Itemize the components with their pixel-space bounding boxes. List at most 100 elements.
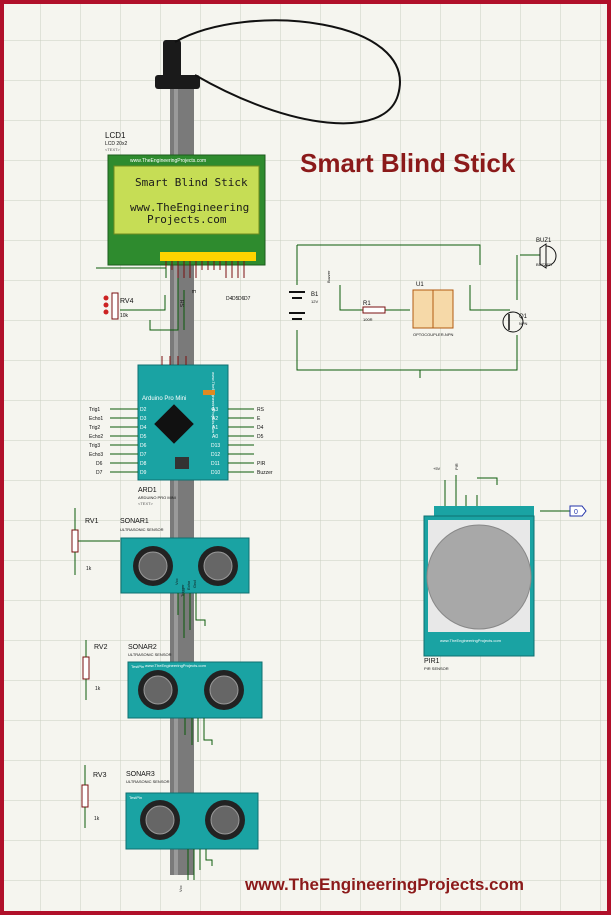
lcd-line3: Projects.com [147,213,227,226]
rv3-ref: RV3 [93,772,107,779]
s1-pin-gnd: Gnd [192,580,197,588]
r1-ref: R1 [363,301,371,307]
potentiometer-rv3[interactable]: RV3 1k [81,765,107,828]
lcd-net-d6: D6 [238,296,245,302]
arduino-text-tag: <TEXT> [138,501,154,506]
sonar1-type: ULTRASONIC SENSOR [120,527,164,532]
r1-value: 100R [363,317,373,322]
schematic-title: Smart Blind Stick [300,148,516,178]
ard-pin-r7: D10 [211,470,220,476]
s3-pin-vcc: Vcc [178,885,183,892]
ard-pin-l3: D5 [140,434,147,440]
sonar-pin-labels: Vcc Trigger Echo Gnd Vcc [174,578,197,892]
optocoupler-u1[interactable]: U1 OPTOCOUPLER-NPN [412,282,454,337]
lcd-model: LCD 20x2 [105,141,127,147]
ard-pin-l5: D7 [140,452,147,458]
arduino-right-nets: RS E D4 D5 PIR Buzzer [228,407,273,476]
lcd-net-d5: D5 [232,296,239,302]
ard-pin-r4: D13 [211,443,220,449]
net-d7: D7 [96,470,103,476]
sonar2-sensor[interactable]: SONAR2 ULTRASONIC SENSOR www.TheEngineer… [127,644,263,719]
lcd-net-e: E [190,290,196,294]
lcd-net-rs: RS [178,300,184,308]
net-trig2: Trig2 [89,425,100,431]
lcd-text-tag: <TEXT> [105,147,121,152]
sonar2-ref: SONAR2 [128,644,157,651]
lcd-line2: www.TheEngineering [130,201,249,214]
potentiometer-rv4[interactable]: RV4 10k [103,292,134,320]
potentiometer-rv1[interactable]: RV1 1k [71,508,120,575]
net-echo2: Echo2 [89,434,103,440]
footer-url: www.TheEngineeringProjects.com [244,875,524,894]
s1-pin-trig: Trigger [180,584,185,597]
lcd-header: www.TheEngineeringProjects.com [130,158,206,164]
arduino-left-pins: D2 D3 D4 D5 D6 D7 D8 D9 [140,407,147,476]
rv1-ref: RV1 [85,518,99,525]
q1-ref: Q1 [519,314,528,320]
pir-sensor[interactable]: +5V PIR www.TheEngineeringProjects.com P… [423,463,587,671]
net-e: E [257,416,261,422]
arduino-label: Arduino Pro Mini [142,396,186,402]
ard-pin-r5: D12 [211,452,220,458]
net-buzzer: Buzzer [257,470,273,476]
lcd-net-d7: D7 [244,296,251,302]
s1-pin-vcc: Vcc [174,578,179,585]
u1-ref: U1 [416,282,424,288]
sonar3-pin: TestPin [129,795,142,800]
ard-pin-l6: D8 [140,461,147,467]
sonar2-pin: TestPin [131,664,144,669]
sonar-wiring [177,593,213,880]
sonar2-type: ULTRASONIC SENSOR [128,652,172,657]
pir-out-net: PIR [454,463,459,470]
pir-ref: PIR1 [424,658,440,665]
ard-pin-l1: D3 [140,416,147,422]
ard-pin-r1: A2 [212,416,218,422]
battery-b1[interactable]: B1 12V [289,291,319,320]
net-trig1: Trig1 [89,407,100,413]
rv4-ref: RV4 [120,298,134,305]
ard-pin-l2: D4 [140,425,147,431]
potentiometer-rv2[interactable]: RV2 1k [82,640,108,700]
sonar3-sensor[interactable]: SONAR3 ULTRASONIC SENSOR TestPin [125,771,259,850]
net-pir: PIR [257,461,266,467]
pir-type: PIR SENSOR [424,666,449,671]
ard-pin-l7: D9 [140,470,147,476]
arduino-right-pins: A3 A2 A1 A0 D13 D12 D11 D10 [211,407,220,476]
pir-brand: www.TheEngineeringProjects.com [440,638,502,643]
lcd-module[interactable]: LCD1 LCD 20x2 <TEXT> www.TheEngineeringP… [105,131,266,278]
rv4-value: 10k [120,313,129,319]
sonar3-type: ULTRASONIC SENSOR [126,779,170,784]
ard-pin-r6: D11 [211,461,220,467]
lcd-line1: Smart Blind Stick [135,176,248,189]
lcd-net-labels: RS E D4 D5 D6 D7 [178,290,251,308]
lcd-net-d4: D4 [226,296,233,302]
ard-pin-r3: A0 [212,434,218,440]
u1-model: OPTOCOUPLER-NPN [413,332,453,337]
arduino-pro-mini[interactable]: Arduino Pro Mini www.TheEngineeringProje… [137,356,229,506]
sonar3-ref: SONAR3 [126,771,155,778]
net-d4: D4 [257,425,264,431]
q1-type: NPN [519,321,528,326]
net-d6: D6 [96,461,103,467]
buzzer-buz1[interactable]: BUZ1 BUZZER [536,238,557,269]
sonar1-sensor[interactable]: SONAR1 ULTRASONIC SENSOR [120,518,250,594]
ard-pin-l4: D6 [140,443,147,449]
sonar1-ref: SONAR1 [120,518,149,525]
resistor-r1[interactable]: R1 100R [362,301,386,322]
net-echo1: Echo1 [89,416,103,422]
lcd-pin-strip [160,252,256,278]
arduino-ref: ARD1 [138,487,157,494]
arduino-left-nets: Trig1 Echo1 Trig2 Echo2 Trig3 Echo3 D6 D… [89,407,138,476]
arduino-brand: www.TheEngineeringProjects.com [211,372,216,434]
b1-value: 12V [311,299,318,304]
lcd-ref: LCD1 [105,131,126,140]
transistor-q1[interactable]: Q1 NPN [502,311,528,333]
net-trig3: Trig3 [89,443,100,449]
rv2-value: 1k [95,686,101,692]
pir-vcc: +5V [433,466,441,471]
net-d5: D5 [257,434,264,440]
buz-type: BUZZER [536,262,552,267]
